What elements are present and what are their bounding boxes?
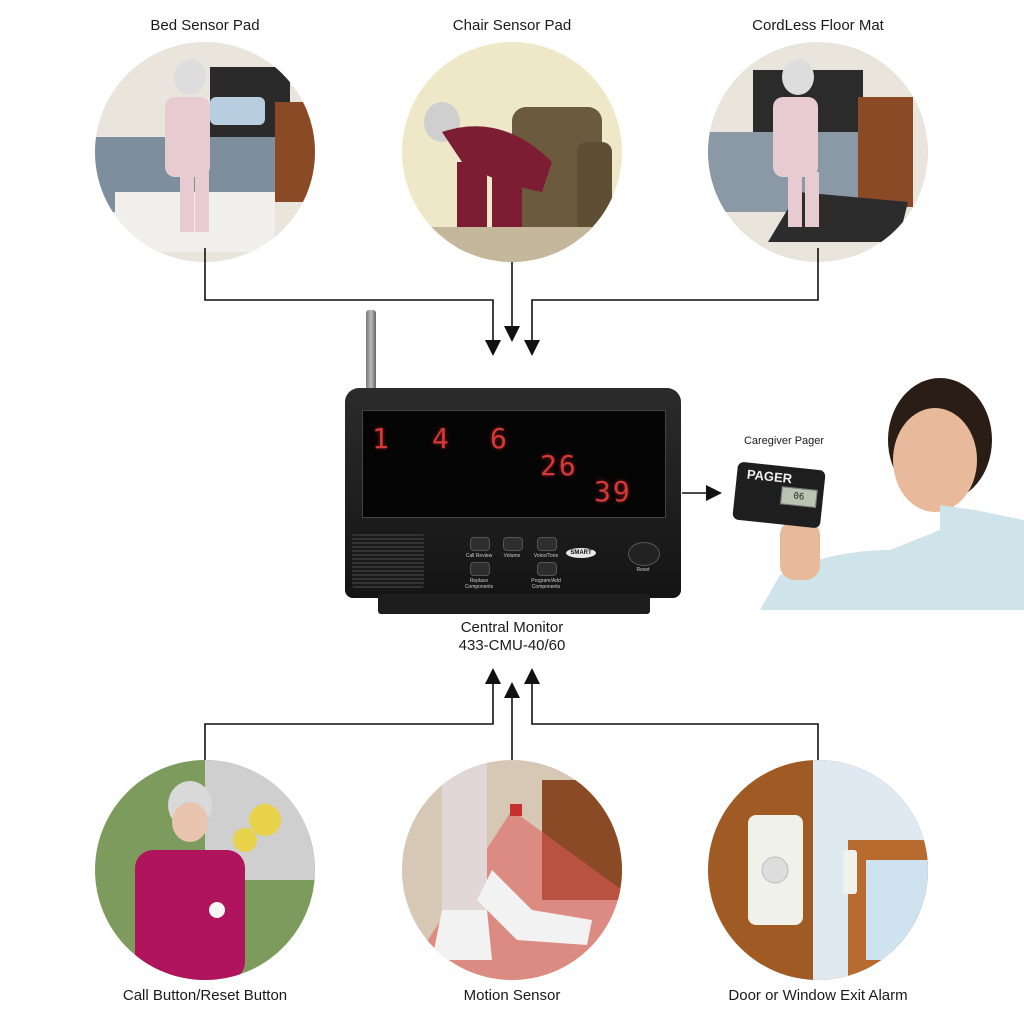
program-add-components-button[interactable] bbox=[537, 562, 557, 576]
label-cordless-floor-mat: CordLess Floor Mat bbox=[752, 17, 884, 34]
voice-tone-label: Voice/Tone bbox=[533, 553, 559, 559]
label-caregiver-pager: Caregiver Pager bbox=[743, 435, 825, 447]
program-add-components-label: Program/Add Components bbox=[531, 578, 561, 590]
monitor-antenna bbox=[366, 310, 376, 390]
chair-sensor-photo bbox=[402, 42, 622, 262]
brand-logo: SMART bbox=[566, 548, 596, 558]
motion-sensor-photo bbox=[402, 760, 622, 980]
label-call-button: Call Button/Reset Button bbox=[122, 987, 288, 1004]
pager-lcd: 06 bbox=[780, 486, 818, 508]
reset-label: Reset bbox=[636, 567, 650, 573]
display-number: 6 bbox=[490, 422, 509, 455]
pager-device-text: PAGER bbox=[746, 466, 793, 487]
speaker-grille bbox=[352, 532, 424, 588]
display-number: 4 bbox=[432, 422, 451, 455]
floor-mat-photo bbox=[708, 42, 928, 262]
call-review-button[interactable] bbox=[470, 537, 490, 551]
display-number: 26 bbox=[540, 449, 578, 482]
display-number: 39 bbox=[594, 475, 632, 508]
caregiver-photo bbox=[740, 360, 1024, 610]
voice-tone-button[interactable] bbox=[537, 537, 557, 551]
replace-components-button[interactable] bbox=[470, 562, 490, 576]
call-review-label: Call Review bbox=[465, 553, 493, 559]
volume-label: Volume bbox=[503, 553, 521, 559]
label-exit-alarm: Door or Window Exit Alarm bbox=[728, 987, 908, 1004]
label-bed-sensor-pad: Bed Sensor Pad bbox=[150, 17, 260, 34]
label-motion-sensor: Motion Sensor bbox=[463, 987, 561, 1004]
pager-device: PAGER 06 bbox=[732, 461, 826, 529]
replace-components-label: Replace Components bbox=[464, 578, 494, 590]
monitor-display bbox=[362, 410, 666, 518]
bed-sensor-photo bbox=[95, 42, 315, 262]
reset-button[interactable] bbox=[628, 542, 660, 566]
volume-button[interactable] bbox=[503, 537, 523, 551]
display-number: 1 bbox=[372, 422, 391, 455]
monitor-base bbox=[378, 594, 650, 614]
call-button-photo bbox=[95, 760, 315, 980]
label-monitor-model: 433-CMU-40/60 bbox=[458, 637, 566, 654]
label-chair-sensor-pad: Chair Sensor Pad bbox=[452, 17, 572, 34]
label-monitor-name: Central Monitor bbox=[460, 619, 564, 636]
